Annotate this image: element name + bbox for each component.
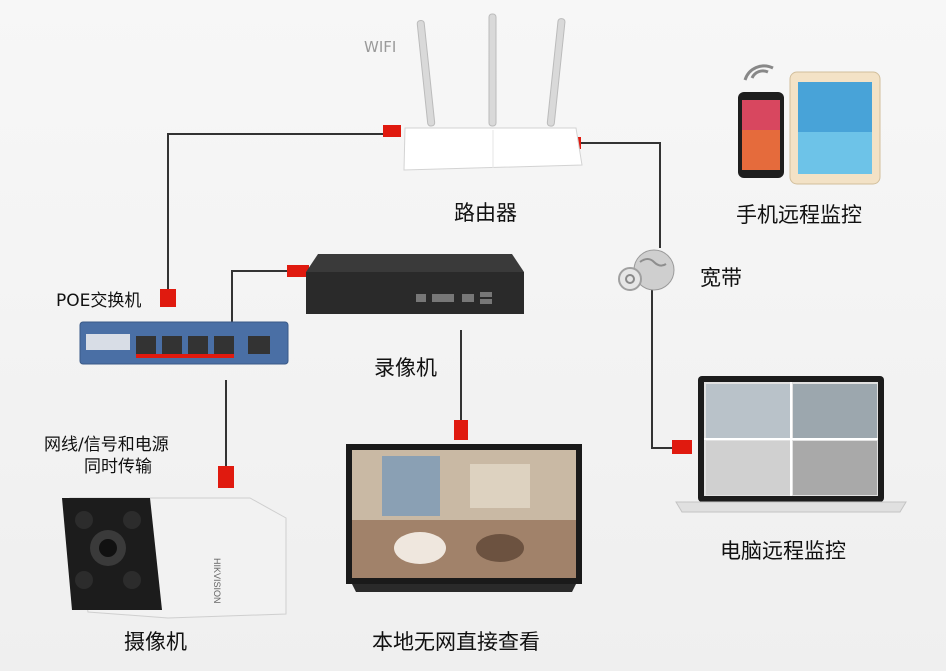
cable-broadband-pc — [651, 290, 690, 449]
pc-remote-label: 电脑远程监控 — [720, 539, 846, 563]
cable-label-line2: 同时传输 — [84, 457, 152, 477]
broadband-globe-icon — [618, 249, 675, 291]
cable-router-switch — [167, 133, 392, 300]
broadband-label: 宽带 — [700, 266, 742, 290]
connector-nvr-left — [287, 265, 309, 277]
laptop-image — [675, 376, 907, 513]
local-view-label: 本地无网直接查看 — [372, 630, 540, 654]
connector-router-left — [383, 125, 401, 137]
connector-switch-top — [160, 289, 176, 307]
camera-image: HIKVISION — [62, 497, 287, 619]
connector-pc — [672, 440, 692, 454]
nvr-image — [306, 254, 524, 314]
mobile-remote-label: 手机远程监控 — [736, 203, 862, 227]
connectors — [160, 125, 692, 488]
wifi-label: WIFI — [364, 38, 397, 56]
cable-label-line1: 网线/信号和电源 — [44, 435, 169, 455]
cable-router-broadband — [570, 142, 661, 248]
camera-brand-text: HIKVISION — [212, 558, 222, 604]
connector-nvr-bottom — [454, 420, 468, 440]
tv-image — [346, 444, 582, 592]
camera-label: 摄像机 — [124, 630, 187, 654]
poe-switch-image — [79, 321, 289, 365]
poe-switch-label: POE交换机 — [56, 291, 142, 311]
mobile-devices-image — [738, 64, 881, 185]
nvr-label: 录像机 — [374, 356, 437, 380]
cables — [167, 133, 690, 480]
connector-camera-top — [218, 466, 234, 488]
router-image — [403, 13, 583, 171]
cable-switch-nvr — [231, 270, 310, 322]
router-label: 路由器 — [454, 201, 517, 225]
